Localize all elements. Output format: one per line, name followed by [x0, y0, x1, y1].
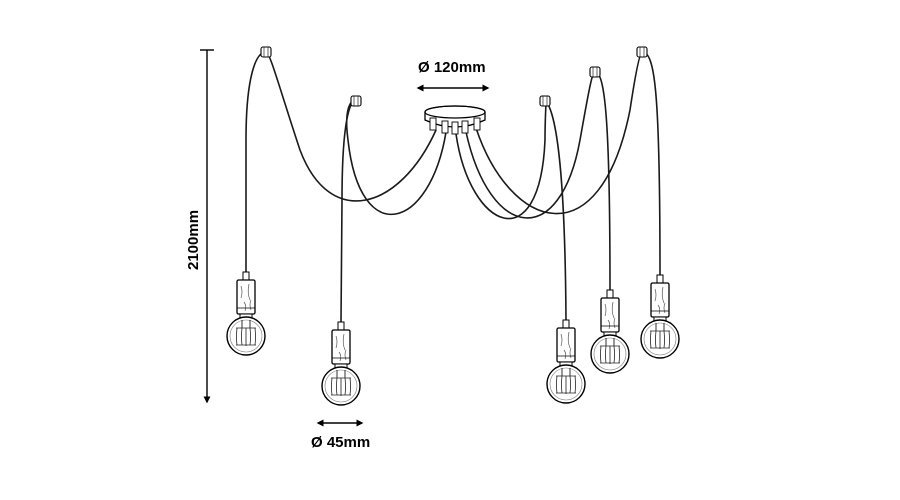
lamp-2: [321, 321, 361, 406]
cable-lamp-1: [245, 51, 437, 272]
height-label: 2100mm: [185, 210, 202, 270]
cable-lamp-2: [340, 99, 447, 323]
cable-lamp-5: [475, 51, 661, 276]
shade-diameter-label: Ø 45mm: [311, 434, 370, 451]
hook-1: [260, 46, 272, 58]
hook-4: [589, 66, 601, 78]
lamp-4: [590, 289, 630, 374]
lamp-3: [546, 319, 586, 404]
hook-3: [539, 95, 551, 107]
hook-5: [636, 46, 648, 58]
hook-2: [350, 95, 362, 107]
ceiling-canopy: [424, 105, 486, 135]
cable-lamp-3: [455, 99, 567, 321]
lamp-5: [640, 274, 680, 359]
cable-lamp-4: [465, 71, 611, 291]
lamps: [226, 271, 680, 406]
cables: [245, 51, 661, 323]
lamp-1: [226, 271, 266, 356]
canopy-diameter-label: Ø 120mm: [418, 59, 486, 76]
ceiling-hooks: [260, 46, 648, 107]
